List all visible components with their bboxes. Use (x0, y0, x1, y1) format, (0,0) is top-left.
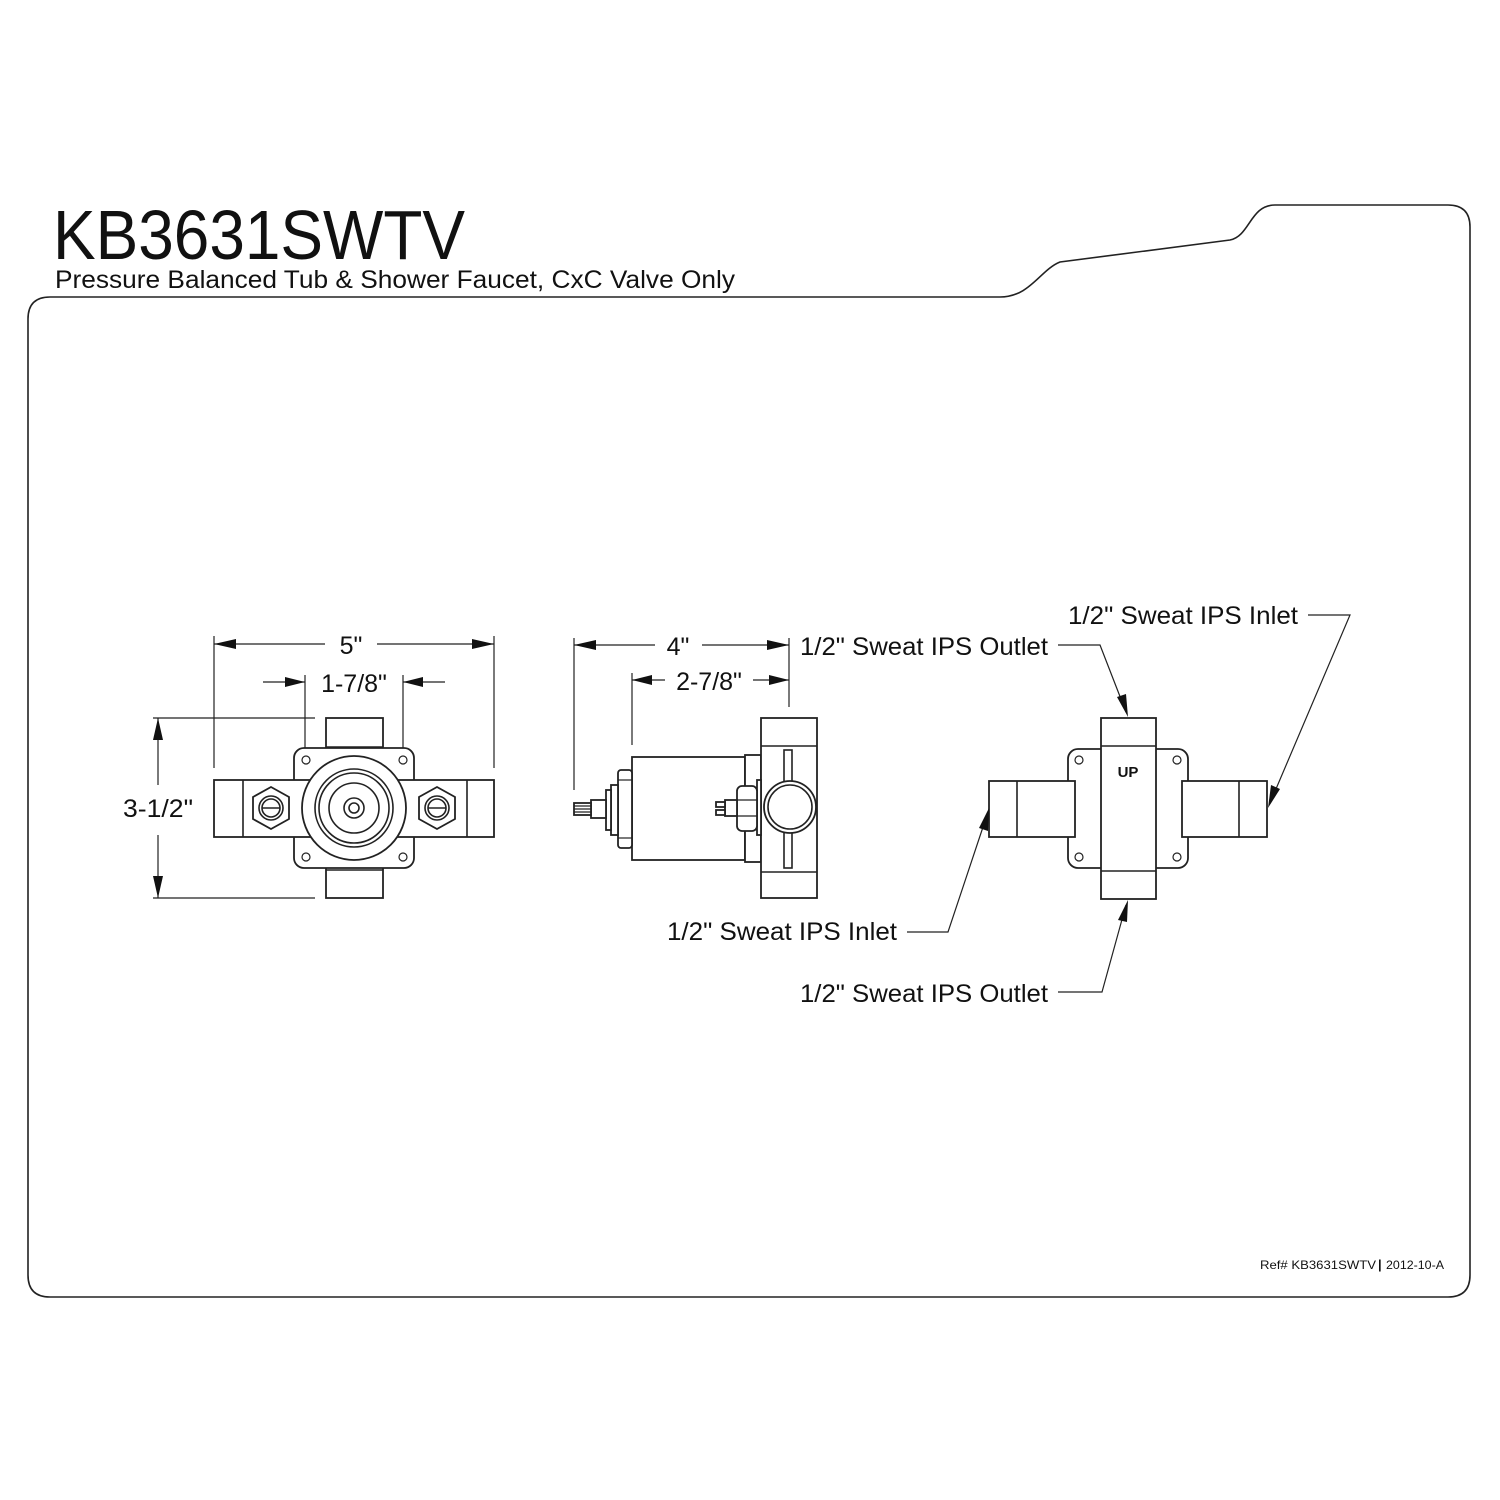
callout-right-inlet: 1/2" Sweat IPS Inlet (1068, 602, 1298, 630)
dimension-body-depth: 2-7/8" (676, 668, 742, 696)
callout-bottom-outlet: 1/2" Sweat IPS Outlet (800, 980, 1048, 1008)
reference-number: Ref# KB3631SWTV (1260, 1258, 1376, 1272)
side-view: 4" 2-7/8" (573, 633, 818, 899)
dimension-height: 3-1/2" (123, 795, 193, 823)
up-marking: UP (1118, 764, 1139, 781)
dimension-width: 5" (340, 632, 363, 660)
callout-left-inlet: 1/2" Sweat IPS Inlet (667, 918, 897, 946)
product-title: KB3631SWTV (53, 196, 465, 274)
dimension-depth: 4" (667, 633, 690, 661)
stop-screw-left (252, 785, 290, 831)
dimension-center-spacing: 1-7/8" (321, 670, 387, 698)
back-view: UP 1/2" Sweat IPS Outlet 1/2" Sweat IPS … (667, 602, 1351, 1008)
product-subtitle: Pressure Balanced Tub & Shower Faucet, C… (55, 266, 736, 294)
sheet-border (27, 204, 1471, 1298)
front-view: 5" 1-7/8" 3-1/2" (123, 632, 495, 899)
callout-top-outlet: 1/2" Sweat IPS Outlet (800, 633, 1048, 661)
revision-code: 2012-10-A (1386, 1258, 1444, 1272)
stop-screw-right (418, 785, 456, 831)
reference-separator: | (1378, 1257, 1382, 1272)
